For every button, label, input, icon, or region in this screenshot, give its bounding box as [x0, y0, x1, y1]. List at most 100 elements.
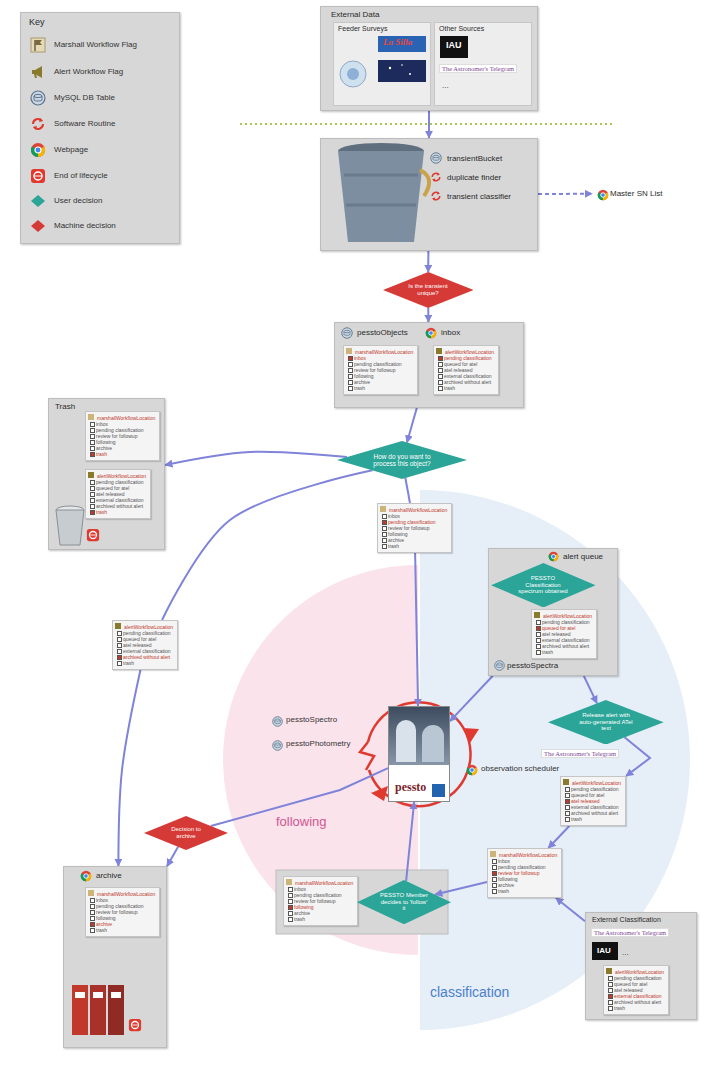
workflow-state: archived without alert: [437, 379, 494, 385]
decor-use: [273, 741, 283, 751]
label-text: pesstoSpectro: [286, 716, 337, 725]
node-text: Release alert with auto-generated ATel t…: [575, 712, 637, 732]
label-text: classification: [430, 985, 509, 1000]
card-heading: marshallWorkflowLocation: [89, 891, 155, 897]
decor-path: [56, 510, 84, 545]
flow-arrow: [406, 802, 414, 881]
flow-arrow: [450, 676, 493, 721]
workflow-card: marshallWorkflowLocationinboxpending cla…: [85, 887, 160, 937]
workflow-state: inbox: [287, 886, 353, 892]
decor-path: [420, 170, 429, 196]
node-text: archive: [96, 871, 122, 880]
workflow-state: archived without alert: [89, 503, 146, 509]
node-text: External Classification: [592, 916, 661, 924]
workflow-state: review for followup: [381, 525, 447, 531]
decor-rect: [90, 985, 106, 1035]
decor-path: [396, 720, 416, 762]
workflow-state: pending classification: [89, 903, 155, 909]
decision-diamond: Release alert with auto-generated ATel t…: [548, 700, 664, 745]
flow-arrow: [435, 882, 487, 894]
flow-arrow: [548, 826, 569, 848]
decor-use: [431, 153, 442, 164]
workflow-state: trash: [116, 660, 173, 666]
node-text: Is the transient unique?: [404, 283, 452, 296]
workflow-state: trash: [89, 451, 155, 457]
workflow-state: external classification: [564, 804, 621, 810]
node-text: External Data: [331, 10, 379, 19]
card-heading: alertWorkflowLocation: [535, 613, 592, 619]
workflow-state: trash: [89, 927, 155, 933]
decor-use: [495, 661, 505, 671]
workflow-state: archive: [89, 921, 155, 927]
flow-arrow: [427, 251, 429, 272]
diamond-shape: [337, 441, 467, 479]
decor-use: [31, 220, 45, 232]
diamond-shape: [383, 272, 473, 308]
workflow-state: pending classification: [607, 975, 664, 981]
workflow-state: trash: [381, 543, 447, 549]
workflow-state: pending classification: [535, 619, 592, 625]
card-heading: marshallWorkflowLocation: [287, 880, 353, 886]
flow-arrow: [584, 676, 597, 703]
workflow-state: atel released: [116, 642, 173, 648]
workflow-state: pending classification: [89, 479, 146, 485]
legend-text: Software Routine: [54, 119, 115, 128]
workflow-state: atel released: [535, 631, 592, 637]
label-text: ...: [442, 82, 449, 91]
decor-use: [87, 529, 99, 541]
workflow-card: alertWorkflowLocationpending classificat…: [85, 469, 151, 519]
workflow-state: pending classification: [89, 427, 155, 433]
workflow-state: archived without alert: [564, 810, 621, 816]
label-text: La Silla: [383, 38, 412, 48]
label-text: observation scheduler: [481, 765, 559, 774]
workflow-card: alertWorkflowLocationpending classificat…: [433, 345, 499, 395]
label-text: The Astronomer's Telegram: [541, 749, 619, 758]
webpage-node: Master SN List: [592, 187, 665, 200]
label-text: The Astronomer's Telegram: [591, 928, 669, 937]
workflow-state: trash: [347, 385, 413, 391]
workflow-state: atel released: [607, 987, 664, 993]
workflow-state: archive: [491, 882, 557, 888]
diamond-shape: [491, 563, 596, 607]
decor-use: [31, 195, 45, 207]
decor-polygon: [463, 728, 479, 743]
workflow-state: review for followup: [287, 898, 353, 904]
decor-use: [31, 38, 45, 52]
workflow-state: inbox: [89, 897, 155, 903]
decor-rect: [440, 36, 468, 58]
legend-text: MySQL DB Table: [54, 93, 115, 102]
decor-circle: [389, 67, 391, 69]
workflow-state: external classification: [437, 373, 494, 379]
node-text: Feeder Surveys: [338, 25, 387, 33]
workflow-state: pending classification: [347, 361, 413, 367]
decor-path: [338, 151, 424, 242]
decor-path: [344, 175, 418, 205]
panel-box: pesstoObjectsinboxmarshallWorkflowLocati…: [334, 322, 524, 408]
workflow-card: alertWorkflowLocationpending classificat…: [603, 965, 669, 1015]
workflow-state: queued for atel: [607, 981, 664, 987]
workflow-state: pending classification: [437, 355, 494, 361]
legend-text: Marshall Workflow Flag: [54, 40, 137, 49]
workflow-state: archive: [381, 537, 447, 543]
decor-use: [129, 1019, 141, 1031]
workflow-state: trash: [535, 649, 592, 655]
workflow-state: archive: [287, 910, 353, 916]
label-text: The Astronomer's Telegram: [439, 64, 517, 73]
workflow-state: inbox: [89, 421, 155, 427]
workflow-state: following: [491, 876, 557, 882]
decor-rect: [432, 784, 445, 797]
node-text: PESSTO Member decides to 'follow' it: [379, 892, 429, 912]
workflow-state: archived without alert: [607, 999, 664, 1005]
flow-arrow: [427, 308, 429, 322]
workflow-card: marshallWorkflowLocationinboxpending cla…: [487, 848, 562, 898]
card-heading: alertWorkflowLocation: [437, 349, 494, 355]
diamond-shape: [144, 816, 228, 850]
workflow-state: inbox: [347, 355, 413, 361]
decor-polygon: [371, 786, 388, 801]
workflow-state: atel released: [564, 798, 621, 804]
node-text: How do you want to process this object?: [367, 453, 437, 467]
legend-text: User decision: [54, 196, 102, 205]
decor-circle: [347, 68, 359, 80]
workflow-state: pending classification: [491, 864, 557, 870]
